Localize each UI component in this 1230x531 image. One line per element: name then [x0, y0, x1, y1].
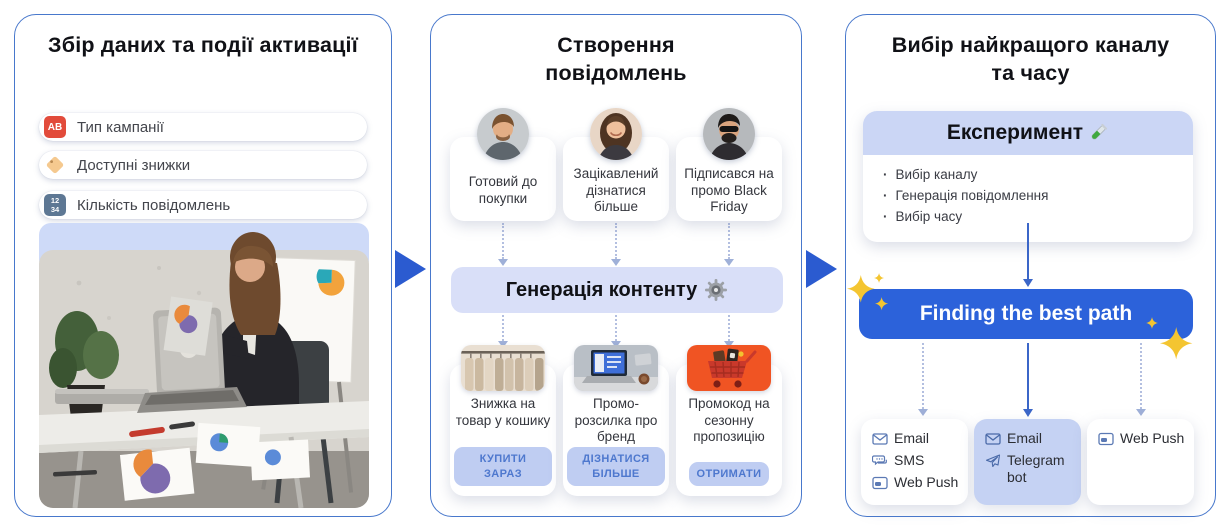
page-title: Вибір найкращого каналу та часу: [891, 33, 1170, 86]
clothes-rack-photo: [461, 345, 545, 391]
content-generation-box: Генерація контенту: [451, 267, 783, 313]
sms-icon: [872, 455, 887, 466]
connector-line: [728, 223, 730, 259]
price-tag-icon: [44, 154, 66, 176]
connector-line: [1140, 343, 1142, 409]
experiment-bullet: Генерація повідомлення: [883, 186, 1177, 207]
panel-message-creation: Створення повідомлень: [430, 14, 802, 517]
list-item-label: Кількість повідомлень: [77, 196, 231, 214]
experiment-bullets: Вибір каналу Генерація повідомлення Вибі…: [863, 155, 1193, 242]
experiment-header: Експеримент: [863, 111, 1193, 155]
channel-card: Web Push: [1087, 419, 1194, 505]
sparkles-icon: [1146, 317, 1193, 360]
persona-card: Зацікавлений дізнатися більше: [563, 137, 669, 221]
channel-email: Email: [985, 430, 1073, 447]
sparkles-icon: [847, 273, 889, 311]
buy-now-button[interactable]: КУПИТИ ЗАРАЗ: [454, 447, 552, 486]
learn-more-button[interactable]: ДІЗНАТИСЯ БІЛЬШЕ: [567, 447, 665, 486]
arrow-down-icon: [724, 341, 734, 348]
flow-arrow-right-icon: [395, 250, 426, 288]
panel-data-collection: Збір даних та події активації AB Тип кам…: [14, 14, 392, 517]
ab-test-icon: AB: [44, 116, 66, 138]
connector-line: [615, 223, 617, 259]
arrow-down-icon: [1023, 409, 1033, 417]
persona-label: Зацікавлений дізнатися більше: [573, 165, 659, 215]
channel-card-selected: Email Telegram bot: [974, 419, 1081, 505]
shopping-cart-photo: [687, 345, 771, 391]
connector-line: [728, 315, 730, 341]
arrow-down-icon: [1136, 409, 1146, 416]
list-item-campaign-type: AB Тип кампанії: [39, 113, 367, 141]
telegram-icon: [985, 454, 1001, 468]
experiment-bullet: Вибір часу: [883, 207, 1177, 228]
persona-label: Готовий до покупки: [468, 174, 538, 206]
email-icon: [985, 433, 1001, 445]
persona-label: Підписався на промо Black Friday: [684, 165, 774, 215]
connector-line: [1027, 343, 1029, 409]
arrow-down-icon: [498, 259, 508, 266]
channel-telegram-bot: Telegram bot: [985, 452, 1073, 485]
get-promo-button[interactable]: ОТРИМАТИ: [688, 461, 770, 486]
connector-line: [615, 315, 617, 341]
gear-icon: [705, 279, 728, 301]
connector-line: [1027, 223, 1029, 281]
connector-line: [922, 343, 924, 409]
list-item-discounts: Доступні знижки: [39, 151, 367, 179]
arrow-down-icon: [1023, 279, 1033, 287]
man-in-sunglasses-photo: [703, 108, 755, 160]
test-tube-icon: [1091, 123, 1108, 140]
experiment-card: Експеримент Вибір каналу Генерація повід…: [863, 111, 1193, 242]
arrow-down-icon: [611, 341, 621, 348]
web-push-icon: [872, 476, 888, 490]
list-item-label: Доступні знижки: [77, 156, 191, 174]
persona-card: Готовий до покупки: [450, 137, 556, 221]
channel-card: Email SMS Web Push: [861, 419, 968, 505]
arrow-down-icon: [724, 259, 734, 266]
message-card: Промо-розсилка про бренд ДІЗНАТИСЯ БІЛЬШ…: [563, 364, 669, 496]
laptop-mailing-photo: [574, 345, 658, 391]
arrow-down-icon: [498, 341, 508, 348]
message-title: Промокод на сезонну пропозицію: [688, 396, 770, 445]
message-title: Промо-розсилка про бренд: [574, 396, 658, 445]
page-title: Створення повідомлень: [545, 33, 687, 86]
flow-arrow-right-icon: [806, 250, 837, 288]
message-title: Знижка на товар у кошику: [455, 396, 551, 428]
channel-web-push: Web Push: [872, 474, 960, 491]
woman-analyst-photo: [39, 223, 369, 508]
experiment-bullet: Вибір каналу: [883, 165, 1177, 186]
finding-best-path-label: Finding the best path: [919, 302, 1133, 326]
email-icon: [872, 433, 888, 445]
finding-best-path-box: Finding the best path: [859, 289, 1193, 339]
list-item-label: Тип кампанії: [77, 118, 164, 136]
connector-line: [502, 315, 504, 341]
content-generation-label: Генерація контенту: [505, 278, 698, 301]
channel-email: Email: [872, 430, 960, 447]
arrow-down-icon: [918, 409, 928, 416]
page-title: Збір даних та події активації: [48, 33, 358, 57]
panel-channel-selection: Вибір найкращого каналу та часу Експерим…: [845, 14, 1216, 517]
connector-line: [502, 223, 504, 259]
persona-card: Підписався на промо Black Friday: [676, 137, 782, 221]
channel-web-push: Web Push: [1098, 430, 1186, 447]
man-with-beard-photo: [477, 108, 529, 160]
web-push-icon: [1098, 432, 1114, 446]
experiment-title: Експеримент: [946, 121, 1084, 144]
smiling-woman-photo: [590, 108, 642, 160]
channel-sms: SMS: [872, 452, 960, 469]
arrow-down-icon: [611, 259, 621, 266]
